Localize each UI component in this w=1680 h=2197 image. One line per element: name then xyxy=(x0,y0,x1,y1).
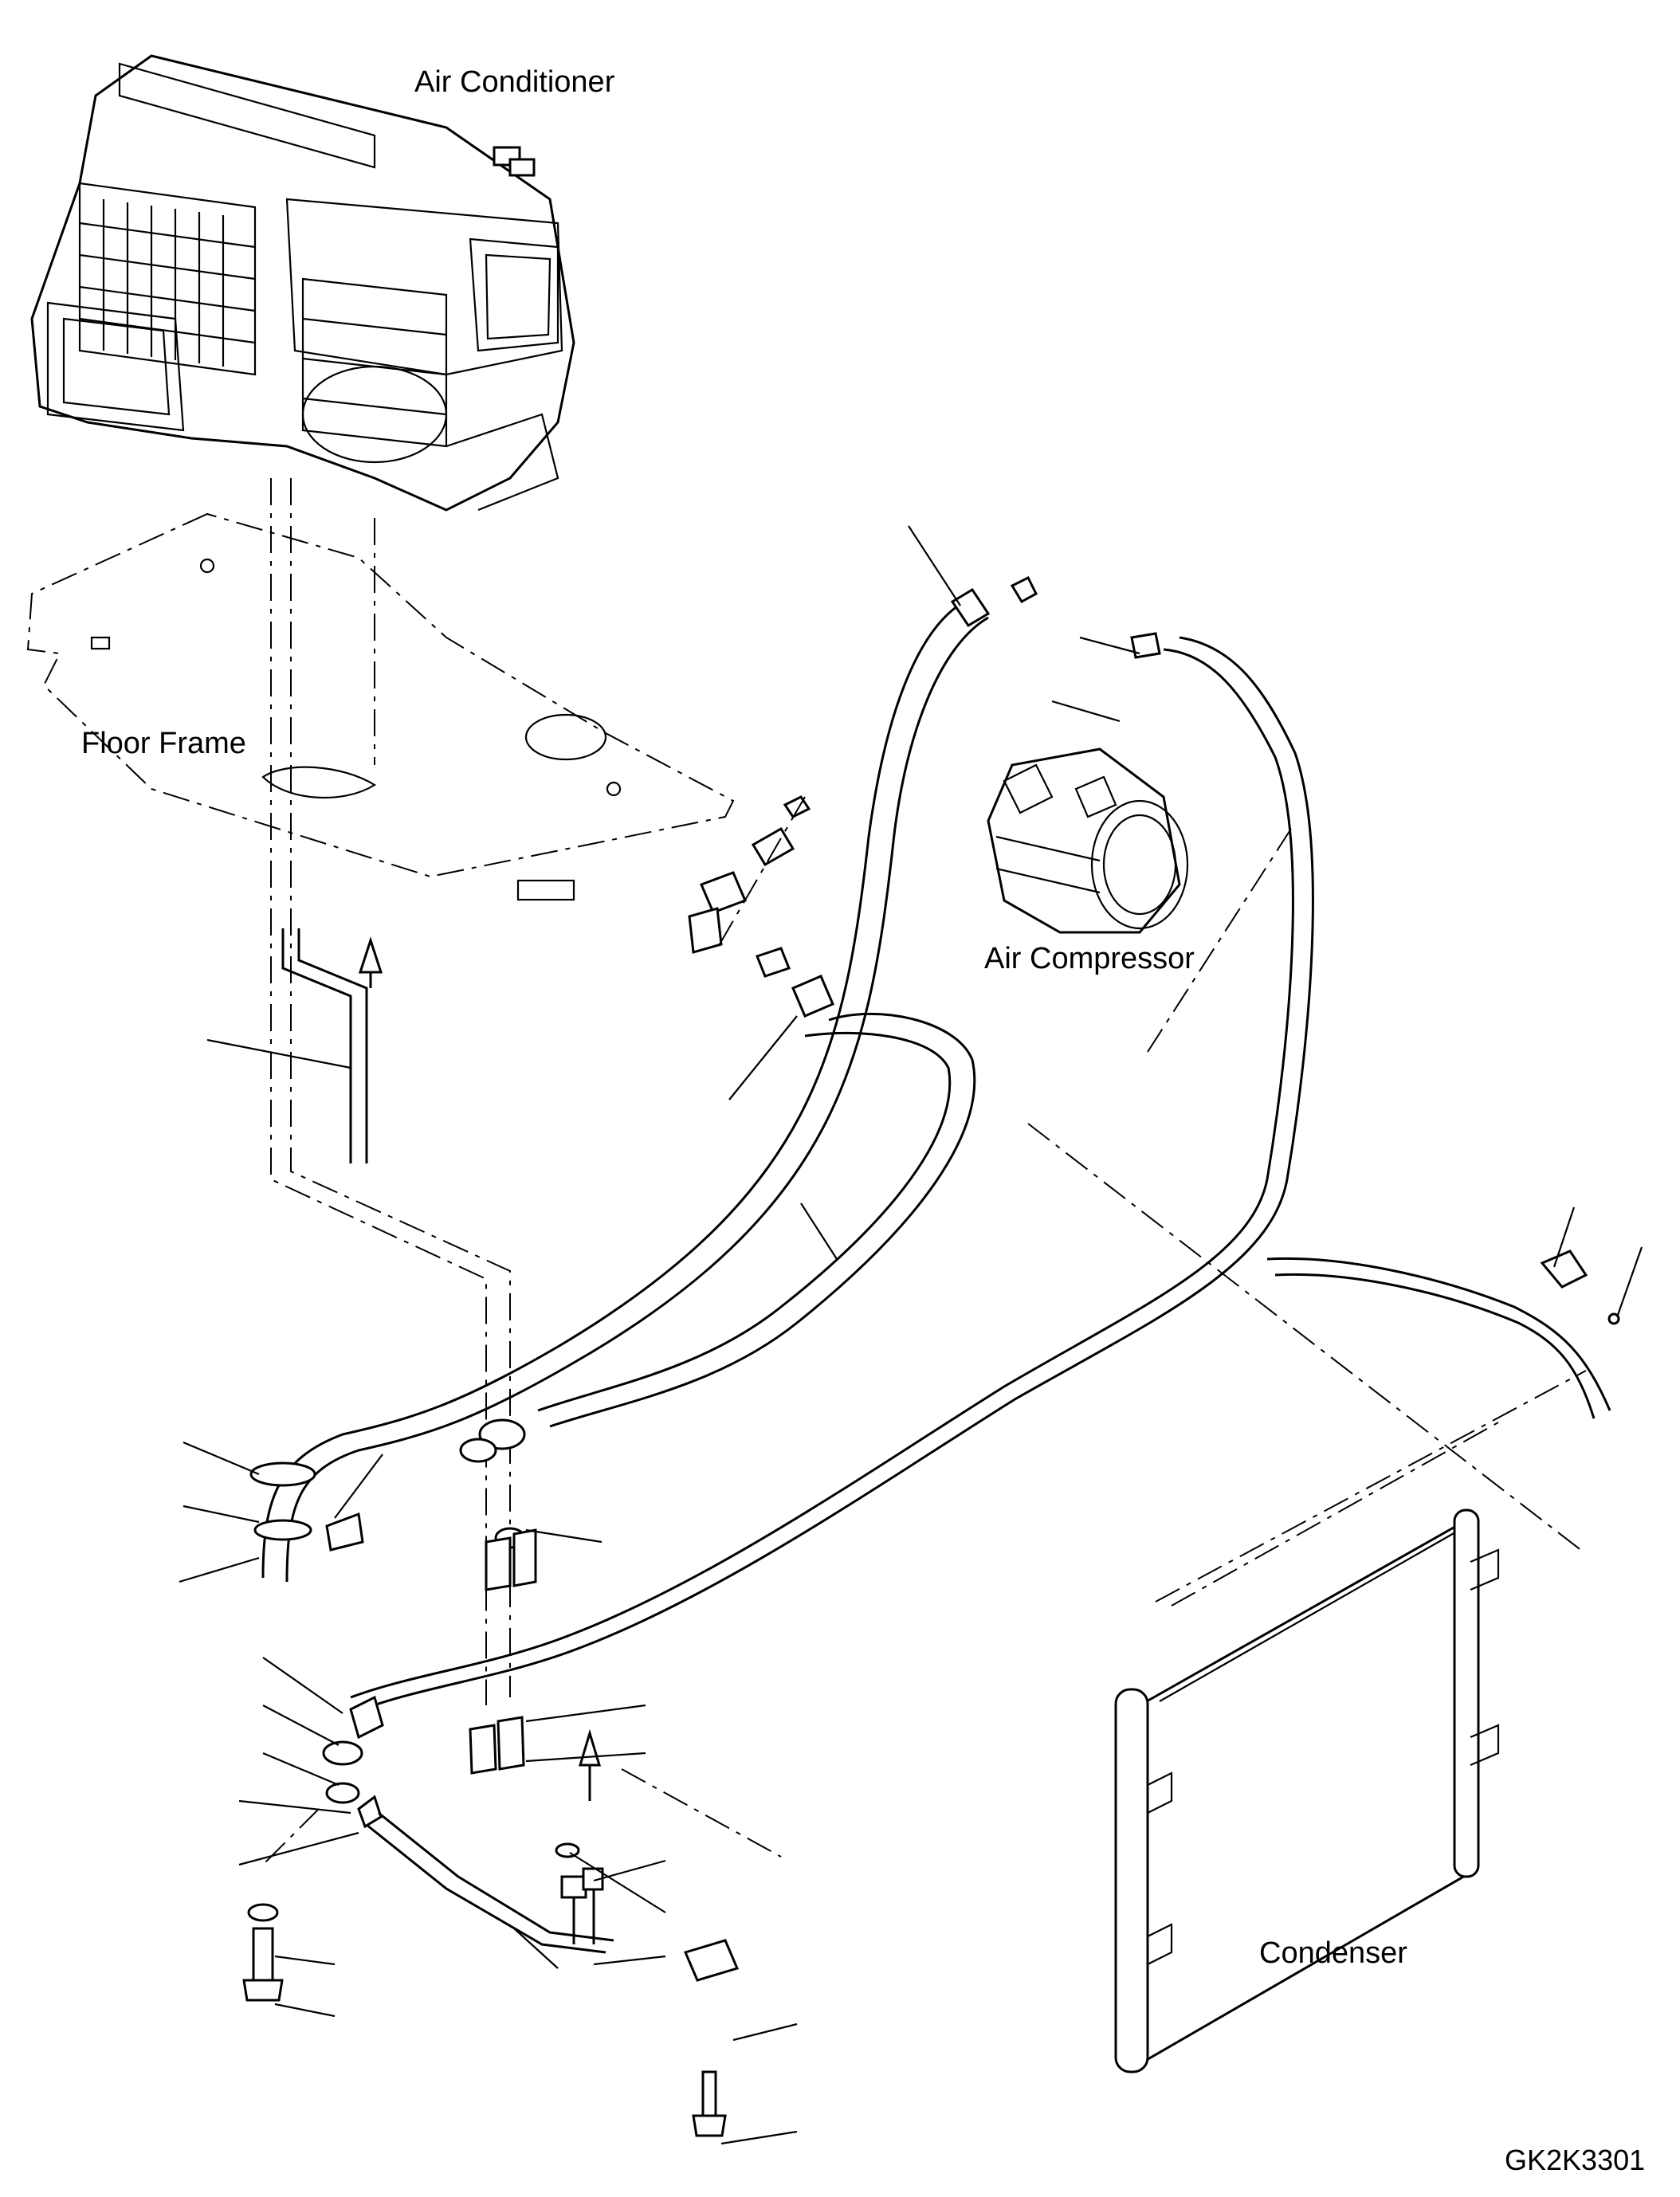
floor-frame-plate xyxy=(26,512,735,901)
floor-frame-label: Floor Frame xyxy=(81,727,246,760)
drawing-number: GK2K3301 xyxy=(1505,2144,1646,2176)
air-compressor xyxy=(987,747,1189,934)
assembly-centerlines xyxy=(262,478,1587,1865)
air-compressor-label: Air Compressor xyxy=(984,942,1195,975)
hose-loop-center xyxy=(261,575,1038,1583)
condenser-label: Condenser xyxy=(1259,1936,1407,1970)
discharge-hose xyxy=(350,632,1620,1711)
condenser xyxy=(1114,1422,1500,2073)
air-conditioner-unit xyxy=(30,54,575,512)
tee-fitting-group xyxy=(688,795,834,1018)
drain-hose xyxy=(281,928,383,1163)
lower-clamp-cluster xyxy=(242,1418,740,2137)
air-conditioner-label: Air Conditioner xyxy=(414,65,615,99)
leader-lines xyxy=(179,525,1643,2145)
